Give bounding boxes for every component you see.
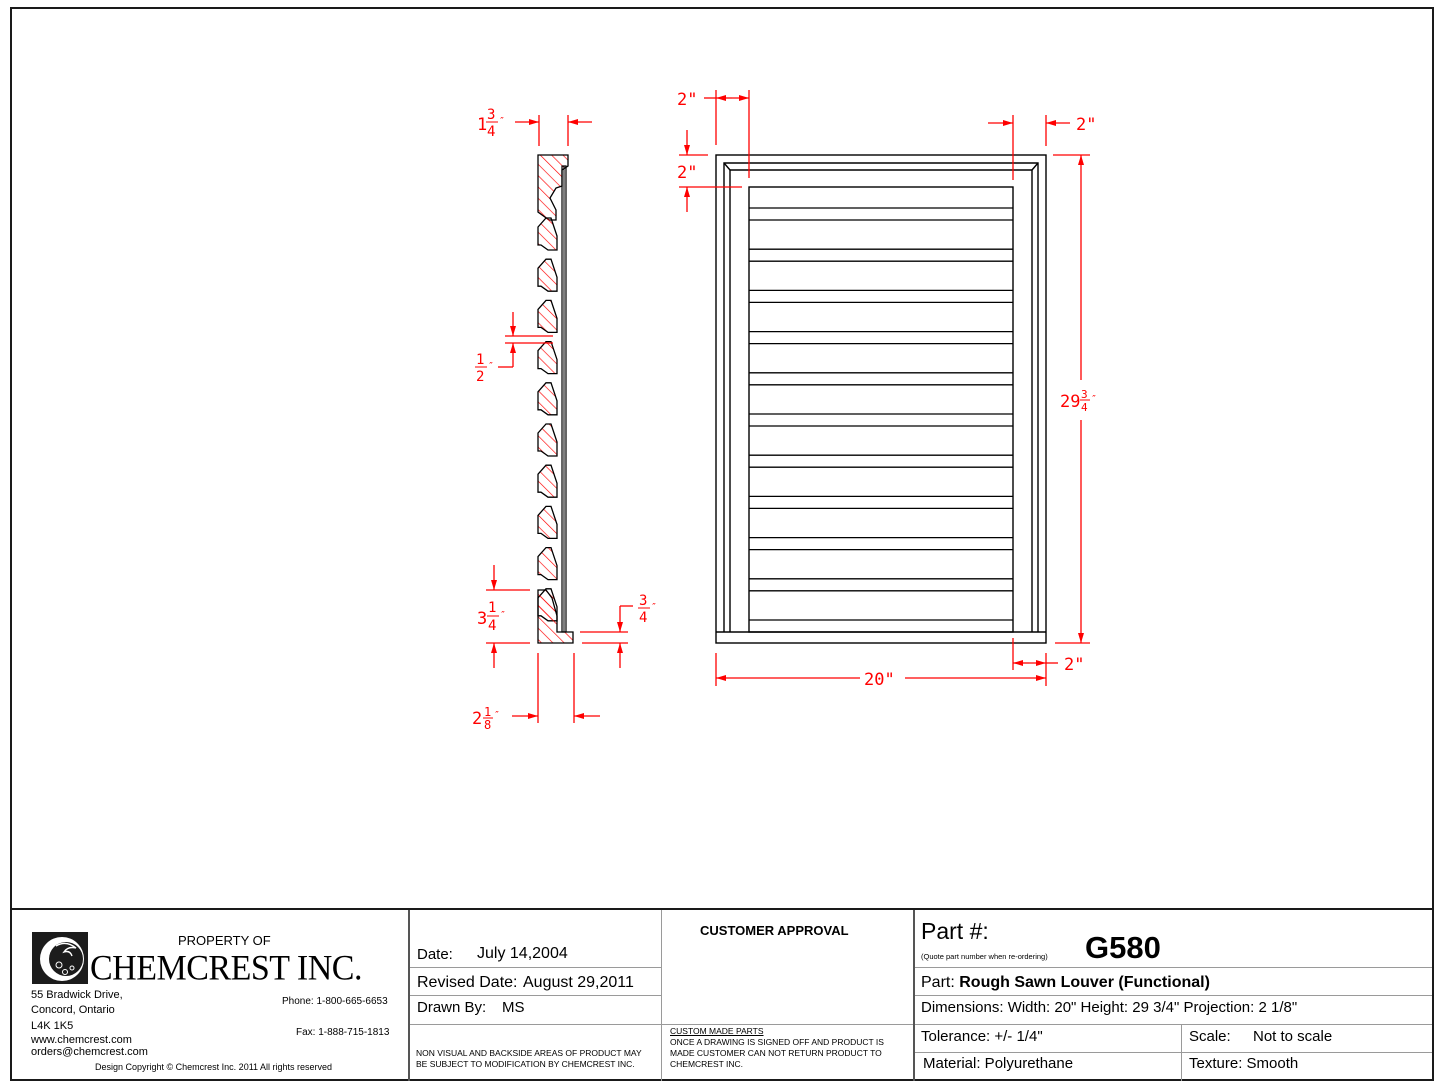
svg-text:2": 2" bbox=[677, 163, 697, 183]
svg-text:2": 2" bbox=[1076, 115, 1096, 135]
fax-number: Fax: 1-888-715-1813 bbox=[296, 1027, 390, 1038]
front-dimensions bbox=[679, 90, 1090, 686]
part-tolerance: Tolerance: +/- 1/4" bbox=[921, 1028, 1043, 1045]
side-profile-hatched bbox=[537, 154, 574, 644]
revised-date-value: August 29,2011 bbox=[523, 974, 634, 991]
svg-text:1: 1 bbox=[476, 352, 484, 368]
svg-text:4: 4 bbox=[639, 610, 647, 626]
svg-text:8: 8 bbox=[484, 718, 491, 732]
svg-text:4: 4 bbox=[487, 124, 495, 140]
part-dimensions: Dimensions: Width: 20" Height: 29 3/4" P… bbox=[921, 999, 1298, 1016]
drawn-by-value: MS bbox=[502, 999, 525, 1016]
part-number-value: G580 bbox=[1085, 930, 1161, 965]
date-value: July 14,2004 bbox=[477, 945, 568, 962]
property-of-label: PROPERTY OF bbox=[178, 933, 271, 948]
svg-text:3: 3 bbox=[487, 107, 495, 123]
louver-slats bbox=[749, 207, 1013, 621]
address-line-1: 55 Bradwick Drive, bbox=[31, 989, 123, 1001]
svg-text:″: ″ bbox=[1091, 394, 1097, 405]
svg-text:1: 1 bbox=[477, 115, 487, 135]
phone-number: Phone: 1-800-665-6653 bbox=[282, 996, 388, 1007]
revised-date-label: Revised Date: bbox=[417, 974, 518, 991]
svg-text:3: 3 bbox=[639, 593, 647, 609]
custom-parts-line-1: ONCE A DRAWING IS SIGNED OFF AND PRODUCT… bbox=[670, 1037, 884, 1047]
svg-text:4: 4 bbox=[488, 618, 496, 634]
modification-notice-2: BE SUBJECT TO MODIFICATION BY CHEMCREST … bbox=[416, 1059, 635, 1069]
svg-text:2: 2 bbox=[472, 709, 482, 729]
part-number-hint: (Quote part number when re-ordering) bbox=[921, 952, 1048, 961]
front-elevation-view bbox=[715, 154, 1047, 644]
drawn-by-label: Drawn By: bbox=[417, 999, 487, 1016]
svg-text:20": 20" bbox=[864, 670, 895, 690]
svg-text:2": 2" bbox=[677, 90, 697, 110]
svg-text:1: 1 bbox=[484, 705, 491, 719]
company-info: PROPERTY OF CHEMCREST INC. 55 Bradwick D… bbox=[10, 910, 408, 1081]
copyright-notice: Design Copyright © Chemcrest Inc. 2011 A… bbox=[95, 1062, 333, 1072]
svg-text:″: ″ bbox=[499, 116, 505, 127]
address-line-2: Concord, Ontario bbox=[31, 1004, 115, 1016]
postal-code: L4K 1K5 bbox=[31, 1020, 74, 1032]
date-label: Date: bbox=[417, 946, 453, 963]
svg-text:″: ″ bbox=[500, 610, 506, 621]
svg-text:2": 2" bbox=[1064, 655, 1084, 675]
svg-text:″: ″ bbox=[494, 710, 500, 721]
customer-approval-title: CUSTOMER APPROVAL bbox=[700, 923, 849, 938]
drawing-dates: Date: July 14,2004 Revised Date: August … bbox=[410, 910, 661, 1081]
part-info: Part #: (Quote part number when re-order… bbox=[915, 910, 1432, 1081]
svg-text:4: 4 bbox=[1081, 401, 1088, 414]
title-block: PROPERTY OF CHEMCREST INC. 55 Bradwick D… bbox=[10, 908, 1434, 1081]
website-link[interactable]: www.chemcrest.com bbox=[31, 1034, 132, 1046]
svg-text:29: 29 bbox=[1060, 392, 1080, 412]
crest-logo-icon bbox=[40, 937, 84, 981]
part-name: Part: Rough Sawn Louver (Functional) bbox=[921, 974, 1210, 992]
part-texture: Texture: Smooth bbox=[1189, 1055, 1299, 1072]
svg-text:1: 1 bbox=[488, 600, 496, 616]
part-material: Material: Polyurethane bbox=[923, 1055, 1074, 1072]
company-name: CHEMCREST INC. bbox=[90, 949, 362, 988]
modification-notice-1: NON VISUAL AND BACKSIDE AREAS OF PRODUCT… bbox=[416, 1048, 642, 1058]
svg-text:3: 3 bbox=[477, 609, 487, 629]
custom-parts-heading: CUSTOM MADE PARTS bbox=[670, 1026, 764, 1036]
scale-value: Not to scale bbox=[1253, 1028, 1333, 1045]
custom-parts-line-3: CHEMCREST INC. bbox=[670, 1059, 744, 1069]
company-logo bbox=[32, 932, 88, 984]
svg-text:″: ″ bbox=[651, 602, 657, 613]
svg-text:3: 3 bbox=[1081, 388, 1088, 401]
drawing-sheet-border bbox=[10, 7, 1434, 1081]
part-name-value: Rough Sawn Louver (Functional) bbox=[959, 974, 1210, 991]
part-number-label: Part #: bbox=[921, 918, 989, 944]
side-section-view bbox=[537, 154, 574, 644]
side-dimensions bbox=[486, 115, 633, 723]
part-name-label: Part: bbox=[921, 974, 955, 991]
side-dimension-labels: 1 3 4 ″ 1 2 ″ 3 1 4 ″ 3 4 ″ 2 1 8 ″ bbox=[472, 107, 657, 732]
svg-text:″: ″ bbox=[488, 361, 494, 372]
technical-drawing: 1 3 4 ″ 1 2 ″ 3 1 4 ″ 3 4 ″ 2 1 8 ″ bbox=[472, 90, 1097, 732]
scale-label: Scale: bbox=[1189, 1028, 1231, 1045]
email-link[interactable]: orders@chemcrest.com bbox=[31, 1046, 148, 1058]
customer-approval[interactable]: CUSTOMER APPROVAL CUSTOM MADE PARTS ONCE… bbox=[662, 910, 913, 1081]
svg-text:2: 2 bbox=[476, 369, 484, 385]
custom-parts-line-2: MADE CUSTOMER CAN NOT RETURN PRODUCT TO bbox=[670, 1048, 882, 1058]
front-dimension-labels: 2" 2" 2" 29 3 4 ″ 20" 2" bbox=[677, 90, 1097, 690]
